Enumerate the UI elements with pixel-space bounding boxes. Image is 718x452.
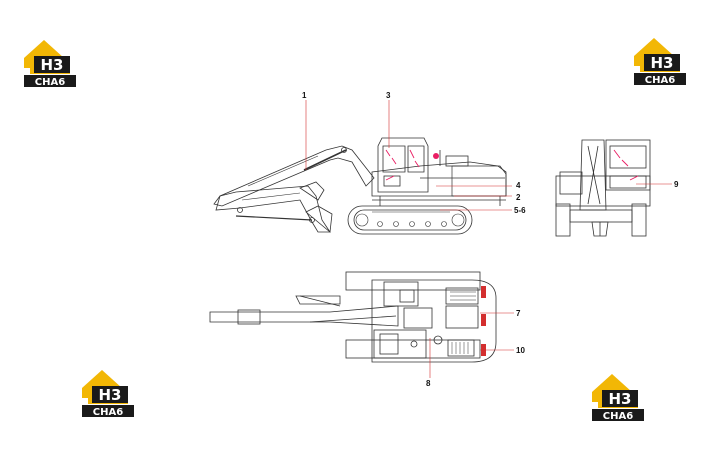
cab-decal-marks bbox=[385, 149, 439, 181]
excavator-top-view bbox=[209, 271, 497, 363]
top-bucket bbox=[295, 295, 341, 305]
bucket-linkage bbox=[299, 181, 325, 201]
top-engine-grille bbox=[445, 287, 479, 305]
track-outline bbox=[347, 205, 473, 235]
front-track-left bbox=[555, 203, 571, 237]
front-cab bbox=[605, 139, 651, 191]
h3-cha6-logo-bottom-left: H3 CHA6 bbox=[80, 366, 136, 418]
h3-cha6-logo-top-left: H3 CHA6 bbox=[22, 36, 78, 88]
cab bbox=[377, 137, 429, 193]
arm bbox=[215, 185, 331, 233]
logo-word-text: CHA6 bbox=[645, 75, 675, 86]
excavator-front-view bbox=[555, 139, 651, 237]
callout-7: 7 bbox=[516, 309, 521, 318]
top-upper-structure bbox=[371, 279, 497, 363]
logo-mark-text: H3 bbox=[99, 386, 122, 404]
callout-8: 8 bbox=[426, 379, 431, 388]
top-cab bbox=[373, 329, 427, 359]
top-track-upper bbox=[345, 271, 481, 291]
logo-mark-text: H3 bbox=[41, 56, 64, 74]
top-radiator bbox=[447, 339, 475, 357]
callout-2: 2 bbox=[516, 193, 521, 202]
bucket bbox=[305, 205, 333, 233]
logo-mark-text: H3 bbox=[651, 54, 674, 72]
callout-9: 9 bbox=[674, 180, 679, 189]
leader-lines bbox=[305, 100, 672, 378]
callout-3: 3 bbox=[386, 91, 391, 100]
upper-structure bbox=[371, 161, 507, 197]
front-track-right bbox=[631, 203, 647, 237]
callout-4: 4 bbox=[516, 181, 521, 190]
callout-1: 1 bbox=[302, 91, 307, 100]
front-upper-body bbox=[555, 175, 651, 207]
rear-lamp-decals bbox=[481, 286, 486, 356]
callout-5-6: 5-6 bbox=[514, 206, 526, 215]
callout-labels: 1 3 4 2 5-6 9 7 10 8 bbox=[302, 91, 679, 388]
logo-mark-text: H3 bbox=[609, 390, 632, 408]
h3-cha6-logo-bottom-right: H3 CHA6 bbox=[590, 370, 646, 422]
logo-word-text: CHA6 bbox=[35, 77, 65, 88]
boom bbox=[213, 145, 375, 207]
top-engine-cover bbox=[445, 305, 479, 329]
logo-word-text: CHA6 bbox=[93, 407, 123, 418]
h3-cha6-logo-top-right: H3 CHA6 bbox=[632, 34, 688, 86]
top-boom-arm bbox=[209, 305, 399, 327]
excavator-side-view bbox=[213, 137, 507, 235]
logo-word-text: CHA6 bbox=[603, 411, 633, 422]
callout-10: 10 bbox=[516, 346, 525, 355]
